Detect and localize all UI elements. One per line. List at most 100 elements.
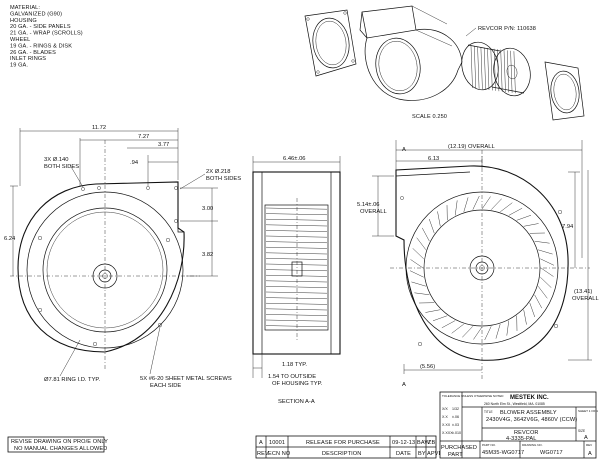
fan-blade bbox=[411, 281, 426, 287]
title-block: MESTEK INC. 260 North Elm St., Westfield… bbox=[439, 391, 598, 459]
section-blade bbox=[265, 252, 328, 255]
wheel-blade bbox=[474, 46, 477, 89]
section-blade bbox=[265, 291, 328, 294]
section-blade bbox=[265, 319, 328, 322]
wheel-blade bbox=[510, 50, 513, 93]
fan-blade bbox=[412, 248, 424, 259]
fan-blade bbox=[473, 326, 483, 340]
dim-7-27: 7.27 bbox=[138, 134, 149, 140]
side-view: (12.19) OVERALL 6.13 5.14±.06 OVERALL 7.… bbox=[357, 140, 600, 388]
tolerance-row-value: 1/32 bbox=[452, 407, 459, 411]
material-note-line: 19 GA. - RINGS & DISK bbox=[10, 43, 72, 49]
dim-5-56: (5.56) bbox=[420, 364, 435, 370]
material-note-line: 19 GA. bbox=[10, 63, 28, 69]
rev-value-title: A bbox=[588, 451, 592, 457]
fan-blade bbox=[540, 277, 552, 288]
dim-13-41: (13.41) bbox=[574, 289, 592, 295]
section-blade bbox=[265, 263, 328, 266]
section-blade bbox=[265, 297, 328, 300]
ecn-value: 10001 bbox=[269, 440, 285, 446]
hole-note-140-sides: BOTH SIDES bbox=[44, 164, 79, 170]
fan-blade bbox=[422, 227, 430, 242]
col-apvd: APVD bbox=[427, 451, 443, 457]
stamp-line-1: REVISE DRAWING ON PRO/E ONLY bbox=[11, 439, 108, 445]
fan-blade bbox=[523, 309, 527, 325]
hole-note-218: 2X Ø.218 bbox=[206, 169, 231, 175]
screw-note: 5X #6-20 SHEET METAL SCREWS bbox=[140, 376, 232, 382]
fan-blade bbox=[540, 258, 555, 266]
company-address: 260 North Elm St., Westfield, MA. 01085 bbox=[484, 402, 545, 406]
exploded-view: REVCOR P/N: 110638 SCALE 0.250 bbox=[304, 5, 585, 121]
section-blade bbox=[265, 302, 328, 305]
tolerance-row-value: ±.010 bbox=[452, 431, 461, 435]
fan-blade bbox=[451, 323, 464, 334]
fan-blade bbox=[537, 286, 548, 299]
section-mark-bottom: A bbox=[402, 382, 406, 388]
col-rev: REV bbox=[257, 451, 269, 457]
fan-blade bbox=[534, 294, 542, 309]
screw-note-sides: EACH SIDE bbox=[150, 383, 181, 389]
pro-e-stamp: REVISE DRAWING ON PRO/E ONLY NO MANUAL C… bbox=[7, 436, 108, 453]
fan-blade bbox=[540, 267, 554, 277]
vendor-part: 4-3335-PAL bbox=[506, 436, 536, 442]
wheel-blade bbox=[513, 51, 516, 94]
section-blade bbox=[265, 325, 328, 328]
hole-note-218-sides: BOTH SIDES bbox=[206, 176, 241, 182]
fan-blade bbox=[409, 270, 424, 278]
col-description: DESCRIPTION bbox=[322, 451, 361, 457]
dim-6-13: 6.13 bbox=[428, 156, 439, 162]
wheel-blade bbox=[487, 47, 490, 91]
col-date: DATE bbox=[396, 451, 411, 457]
fan-blade bbox=[462, 326, 473, 338]
scale-label: SCALE 0.250 bbox=[412, 114, 447, 120]
fan-blade bbox=[481, 196, 491, 210]
part-no-label: PART NO. bbox=[482, 443, 496, 447]
tolerance-row-label: X.XX bbox=[442, 423, 451, 427]
fan-blade bbox=[523, 223, 539, 227]
material-note-line: 20 GA. - SIDE PANELS bbox=[10, 24, 71, 30]
tolerance-row-label: X.XXX bbox=[442, 431, 453, 435]
dim-5-14-overall: OVERALL bbox=[360, 209, 388, 215]
part-no: 45M35-WG0717 bbox=[482, 450, 524, 456]
wheel-blade bbox=[507, 50, 510, 93]
front-view: 11.72 7.27 3.77 .94 3X Ø.140 BOTH SIDES … bbox=[4, 125, 241, 389]
col-by: BY bbox=[418, 451, 426, 457]
material-note-line: 26 GA. - BLADES bbox=[10, 50, 56, 56]
fan-blade bbox=[437, 211, 441, 227]
material-note-line: WHEEL bbox=[10, 37, 30, 43]
revcor-part-label: REVCOR P/N: 110638 bbox=[478, 26, 536, 32]
wheel-blade bbox=[477, 46, 480, 89]
fan-blade bbox=[463, 197, 469, 212]
rev-by: BAW bbox=[417, 440, 430, 446]
section-blade bbox=[265, 207, 328, 210]
fan-blade bbox=[508, 208, 523, 216]
purchased-label: PURCHASED bbox=[441, 445, 477, 451]
tolerance-row-label: X/X bbox=[442, 407, 448, 411]
section-view: 6.46±.06 1.18 TYP. 1.54 TO OUTSIDE OF HO… bbox=[252, 156, 341, 405]
purchased-part-label: PART bbox=[448, 452, 463, 458]
fan-blade bbox=[495, 324, 501, 339]
vendor-name: REVCOR bbox=[514, 430, 539, 436]
hole-note-140: 3X Ø.140 bbox=[44, 157, 69, 163]
rev-description: RELEASE FOR PURCHASE bbox=[306, 440, 380, 446]
col-ecn: ECN NO bbox=[268, 451, 291, 457]
rev-value: A bbox=[259, 440, 263, 446]
material-note-line: GALVANIZED (G90) bbox=[10, 11, 62, 17]
section-blade bbox=[265, 213, 328, 216]
section-blade bbox=[265, 258, 328, 260]
fan-blade bbox=[491, 198, 502, 210]
tolerance-header: TOLERANCE UNLESS OTHERWISE NOTED bbox=[442, 394, 504, 398]
fan-blade bbox=[441, 320, 456, 328]
wheel-blade bbox=[490, 48, 493, 91]
dim-5-14: 5.14±.06 bbox=[357, 202, 380, 208]
fan-blade bbox=[534, 240, 550, 244]
stamp-line-2: NO MANUAL CHANGES ALLOWED bbox=[14, 446, 107, 452]
dim-94: .94 bbox=[130, 160, 139, 166]
section-blade bbox=[265, 280, 328, 283]
section-blade bbox=[265, 224, 328, 227]
section-blade bbox=[265, 269, 328, 272]
drawing-no-label: DRAWING NO. bbox=[522, 443, 543, 447]
material-note-line: 21 GA. - WRAP (SCROLLS) bbox=[10, 31, 83, 37]
